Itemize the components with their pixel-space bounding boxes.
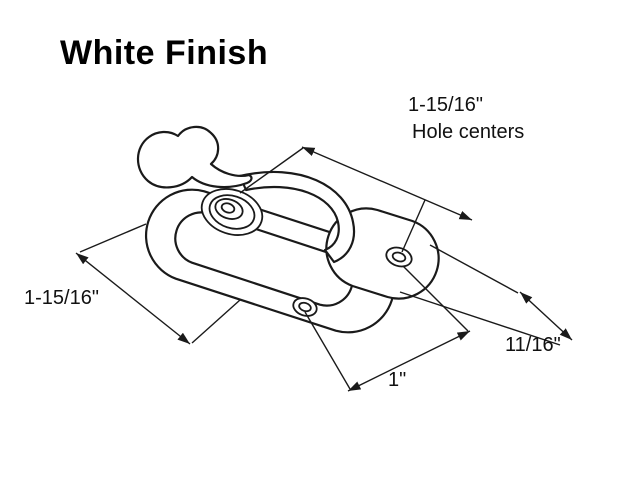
extension-line-base-right (191, 299, 241, 344)
dim-hole-spacing-value: 1" (388, 369, 407, 391)
extension-line-hole-centers-left (239, 147, 304, 194)
cam-lever (136, 125, 253, 189)
dimension-annotations (75, 146, 573, 392)
dim-base-length-value: 1-15/16" (24, 287, 99, 309)
dim-line-base-length (75, 252, 191, 345)
keeper-screw-hole (385, 246, 413, 268)
dim-line-hole-spacing (347, 330, 471, 392)
pivot-dome (200, 188, 264, 236)
extension-line-spacing-right (402, 265, 469, 332)
dim-line-hole-centers (301, 146, 473, 221)
dim-line-keeper-width (519, 291, 573, 341)
dim-keeper-width-value: 11/16" (505, 334, 561, 356)
finish-title: White Finish (60, 34, 269, 72)
extension-line-keeper-top (429, 244, 519, 294)
extension-line-spacing-left (304, 311, 351, 390)
dim-hole-centers-label: Hole centers (412, 121, 525, 143)
extension-line-base-left (79, 223, 147, 253)
base-screw-hole (292, 297, 318, 317)
dim-hole-centers-value: 1-15/16" (408, 94, 483, 116)
